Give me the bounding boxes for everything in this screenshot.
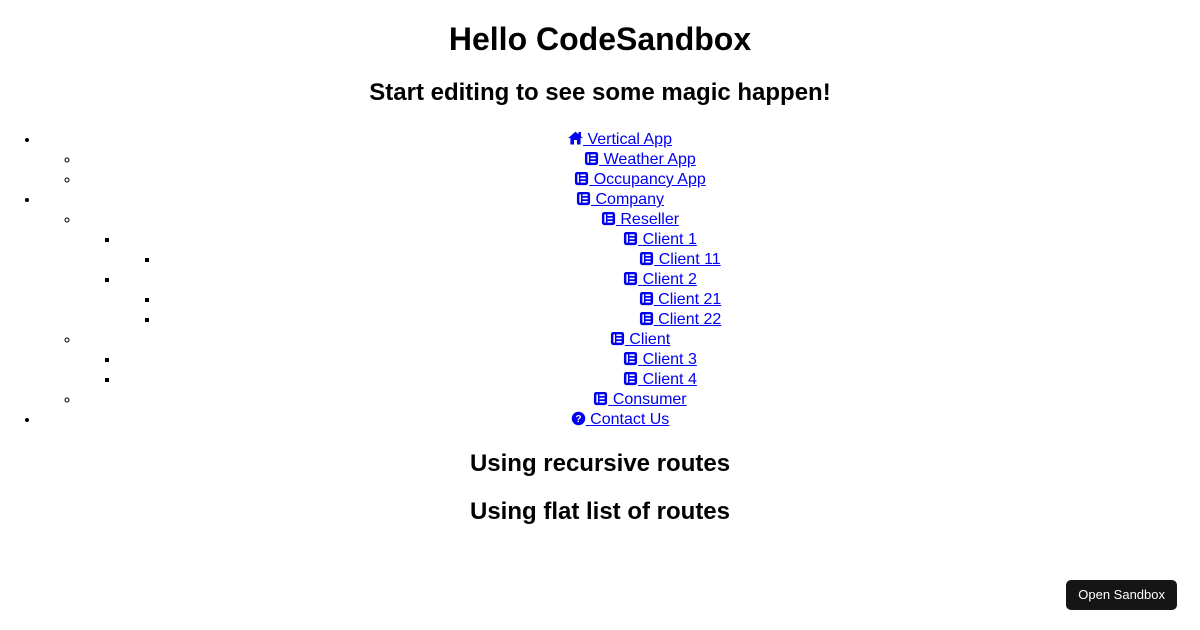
list-alt-icon — [576, 190, 591, 210]
route-link-label: Reseller — [620, 211, 680, 228]
section-heading-recursive: Using recursive routes — [469, 450, 731, 477]
list-alt-icon — [639, 290, 654, 310]
route-link-client-4[interactable]: Client 4 — [623, 371, 697, 388]
route-list-item: Client 2 Client 21 Client 22 — [120, 270, 1200, 330]
route-nav: Vertical App Weather App Occupancy App C… — [0, 127, 1200, 430]
route-list-item: Client 3 — [120, 350, 1200, 370]
route-link-label: Consumer — [612, 391, 687, 408]
route-list-item: Weather App — [80, 150, 1200, 170]
route-list-item: Occupancy App — [80, 170, 1200, 190]
route-list: Client 21 Client 22 — [120, 290, 1200, 330]
list-alt-icon — [574, 170, 589, 190]
page-title: Hello CodeSandbox — [448, 21, 752, 57]
list-alt-icon — [593, 390, 608, 410]
route-link-label: Client 21 — [658, 291, 722, 308]
route-list-item: Client 4 — [120, 370, 1200, 390]
route-link-client-11[interactable]: Client 11 — [639, 250, 721, 270]
route-list: Client 11 — [120, 250, 1200, 270]
route-link-weather-app[interactable]: Weather App — [584, 151, 696, 168]
route-list-item: Client 21 — [160, 290, 1200, 310]
route-list-item: Client Client 3 Client 4 — [80, 330, 1200, 390]
page-subtitle: Start editing to see some magic happen! — [369, 79, 831, 106]
route-link-label: Company — [595, 191, 664, 208]
list-alt-icon — [639, 310, 654, 330]
section-heading-flat: Using flat list of routes — [469, 498, 730, 525]
app-root: Hello CodeSandbox Start editing to see s… — [0, 21, 1200, 526]
route-link-label: Contact Us — [590, 411, 670, 428]
route-link-label: Client 2 — [642, 271, 697, 288]
route-link-label: Client 3 — [642, 351, 697, 368]
route-link-vertical-app[interactable]: Vertical App — [568, 131, 672, 148]
route-list-item: Client 22 — [160, 310, 1200, 330]
route-link-company[interactable]: Company — [576, 191, 664, 208]
list-alt-icon — [623, 370, 638, 390]
route-link-label: Client 4 — [642, 371, 697, 388]
list-alt-icon — [623, 230, 638, 250]
route-list-item: Client 1 Client 11 — [120, 230, 1200, 270]
route-link-label: Weather App — [603, 151, 696, 168]
route-link-client-2[interactable]: Client 2 — [623, 271, 697, 288]
route-link-label: Client — [629, 331, 671, 348]
list-alt-icon — [584, 150, 599, 170]
route-link-client-1[interactable]: Client 1 — [623, 231, 697, 248]
route-link-client-22[interactable]: Client 22 — [639, 310, 722, 330]
route-list: Reseller Client 1 Client 11 Client 2 Cli… — [40, 210, 1200, 410]
route-list-item: Consumer — [80, 390, 1200, 410]
route-link-occupancy-app[interactable]: Occupancy App — [574, 171, 706, 188]
route-link-contact-us[interactable]: ? Contact Us — [571, 410, 670, 430]
route-link-label: Client 22 — [658, 311, 722, 328]
route-link-client-3[interactable]: Client 3 — [623, 351, 697, 368]
list-alt-icon — [610, 330, 625, 350]
route-list: Client 3 Client 4 — [80, 350, 1200, 390]
open-sandbox-button[interactable]: Open Sandbox — [1066, 580, 1177, 610]
route-list-item: Vertical App Weather App Occupancy App — [40, 130, 1200, 190]
list-alt-icon — [639, 250, 654, 270]
route-link-label: Client 11 — [658, 251, 721, 268]
svg-text:?: ? — [575, 414, 581, 425]
question-circle-icon: ? — [571, 410, 586, 430]
route-list-item: Client 11 — [160, 250, 1200, 270]
list-alt-icon — [601, 210, 616, 230]
route-link-consumer[interactable]: Consumer — [593, 390, 687, 410]
home-icon — [568, 130, 583, 150]
route-list-item: ? Contact Us — [40, 410, 1200, 430]
route-list-item: Reseller Client 1 Client 11 Client 2 Cli… — [80, 210, 1200, 330]
list-alt-icon — [623, 350, 638, 370]
route-link-label: Client 1 — [642, 231, 697, 248]
route-list-item: Company Reseller Client 1 Client 11 Clie… — [40, 190, 1200, 410]
route-list: Client 1 Client 11 Client 2 Client 21 Cl… — [80, 230, 1200, 330]
route-link-label: Occupancy App — [593, 171, 706, 188]
list-alt-icon — [623, 270, 638, 290]
route-link-label: Vertical App — [587, 131, 672, 148]
route-link-client-21[interactable]: Client 21 — [639, 290, 722, 310]
route-list: Weather App Occupancy App — [40, 150, 1200, 190]
route-link-client[interactable]: Client — [610, 331, 670, 348]
route-link-reseller[interactable]: Reseller — [601, 211, 679, 228]
route-list: Vertical App Weather App Occupancy App C… — [0, 127, 1200, 430]
